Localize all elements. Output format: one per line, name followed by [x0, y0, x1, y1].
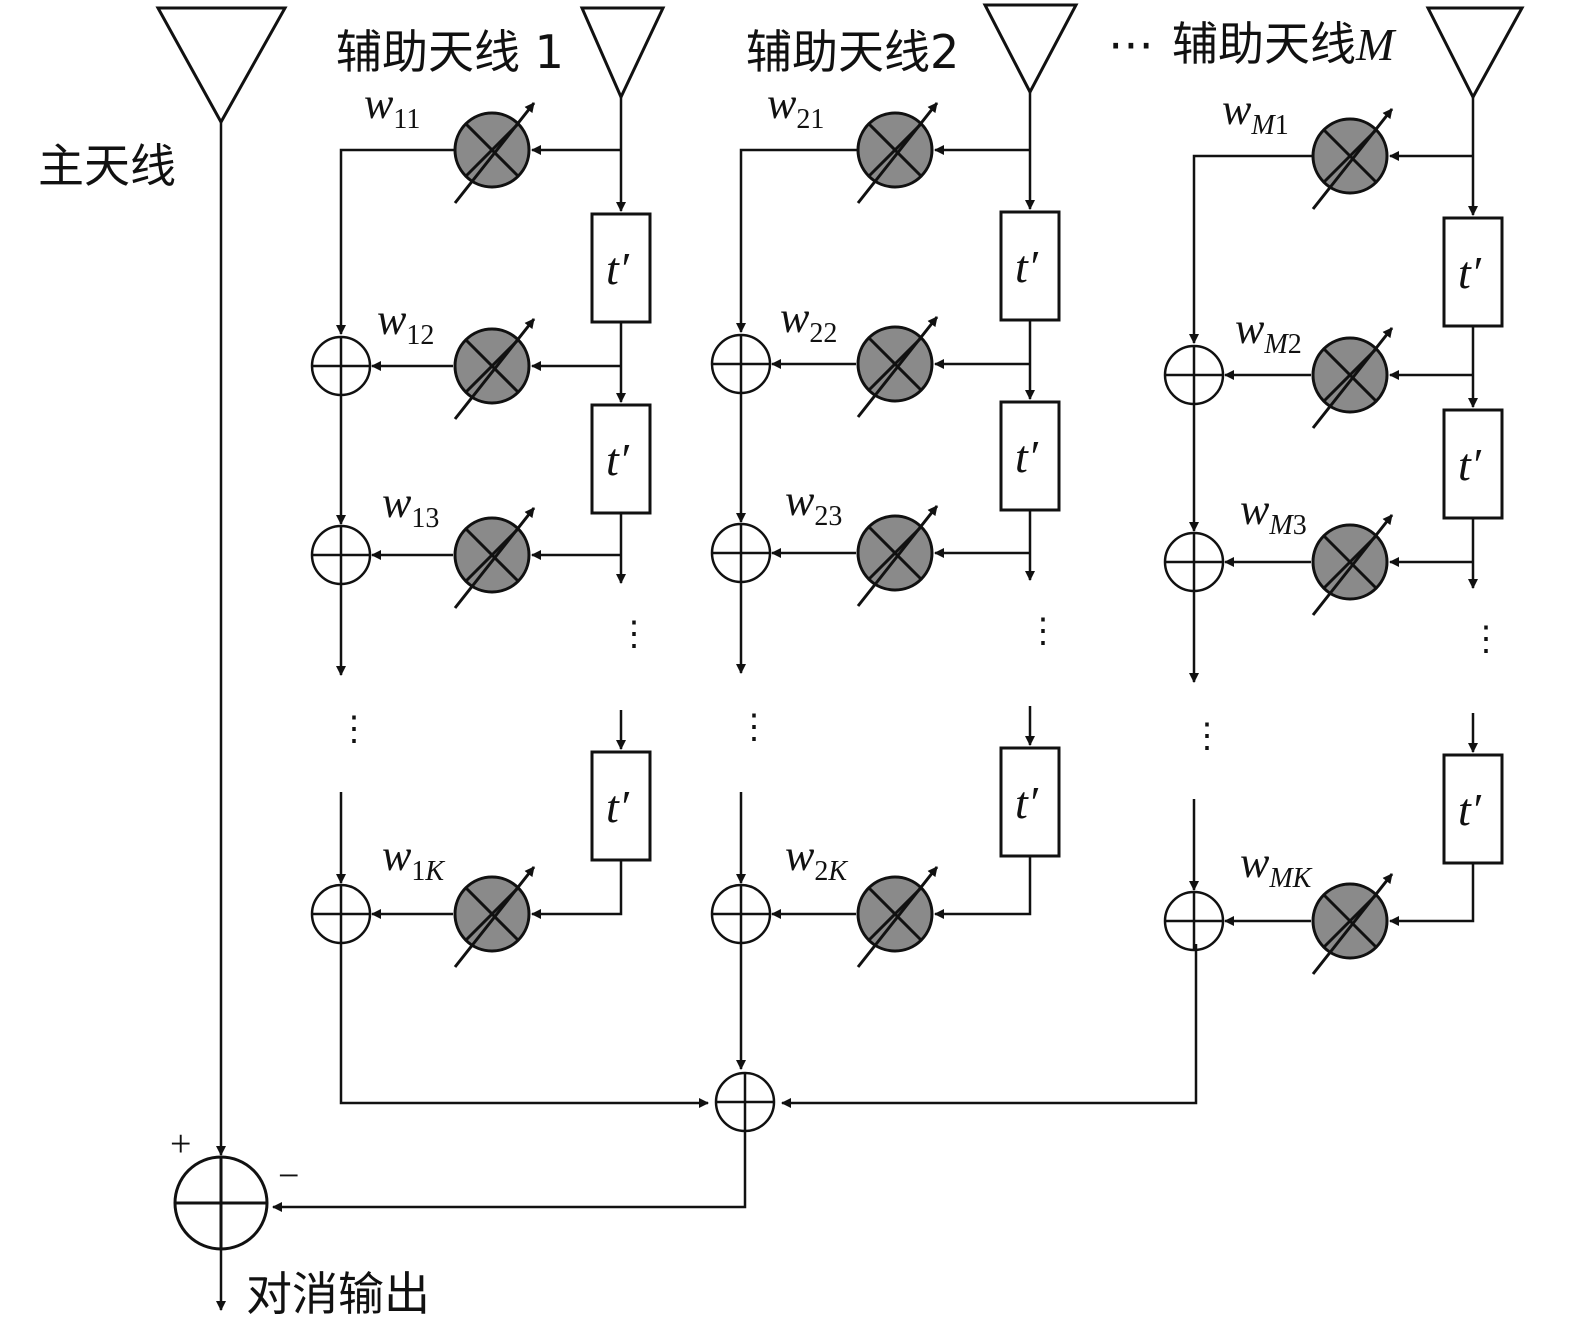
tap-to-weight [1389, 863, 1475, 926]
summer-node [310, 335, 372, 397]
weight-label: w12 [377, 295, 434, 351]
summer-node [310, 883, 372, 945]
summer-node [1163, 344, 1225, 406]
output-label: 对消输出 [246, 1267, 430, 1321]
tap-to-weight [531, 860, 623, 919]
aux-antenna-title: 辅助天线2 [746, 25, 959, 79]
delay-label: t′ [606, 243, 630, 294]
delay-block: t′ [1442, 408, 1504, 520]
vertical-ellipsis: ⋮ [337, 711, 371, 748]
delay-block: t′ [999, 746, 1061, 858]
delay-block: t′ [590, 750, 652, 862]
adjust-arrow-icon [453, 866, 536, 968]
weight-multiplier [856, 316, 939, 418]
weight-multiplier [856, 505, 939, 607]
summer-node [710, 522, 772, 584]
aux-antenna-title: 辅助天线 1 [336, 25, 564, 79]
weight-label: w11 [364, 79, 420, 135]
plus-sign: + [170, 1123, 191, 1165]
summer-node [310, 524, 372, 586]
weight-label: wMK [1240, 838, 1313, 894]
adjust-arrow-icon [856, 866, 939, 968]
delay-block: t′ [1442, 216, 1504, 328]
combiner-to-subtractor [272, 1131, 747, 1212]
feed-chM [781, 944, 1198, 1108]
delay-label: t′ [1015, 431, 1039, 482]
delay-label: t′ [1458, 439, 1482, 490]
vertical-ellipsis: ⋮ [1190, 718, 1224, 755]
central-summer [714, 1071, 776, 1133]
summer-node [1163, 890, 1225, 952]
delay-block: t′ [999, 400, 1061, 512]
aux-antenna-icon [579, 6, 666, 101]
adjust-arrow-icon [856, 102, 939, 204]
weight-out-line [1189, 154, 1312, 344]
delay-block: t′ [1442, 753, 1504, 865]
adjust-arrow-icon [1311, 873, 1394, 975]
adjust-arrow-icon [856, 505, 939, 607]
weight-multiplier [856, 102, 939, 204]
weight-label: w2K [785, 831, 848, 887]
weight-label: wM1 [1222, 85, 1289, 141]
adjust-arrow-icon [453, 102, 536, 204]
adjust-arrow-icon [1311, 514, 1394, 616]
summer-node [710, 883, 772, 945]
feed-ch1 [339, 944, 709, 1108]
vertical-ellipsis: ⋮ [737, 709, 771, 746]
channels-ellipsis: ⋯ [1108, 17, 1154, 71]
weight-label: w13 [382, 478, 439, 534]
summer-node [1163, 531, 1225, 593]
output-subtractor [173, 1155, 269, 1251]
aux-antenna-title: 辅助天线M [1172, 17, 1397, 71]
minus-sign: − [278, 1155, 299, 1197]
delay-label: t′ [1015, 241, 1039, 292]
adjust-arrow-icon [453, 318, 536, 420]
weight-multiplier [1311, 108, 1394, 210]
weight-multiplier [453, 318, 536, 420]
aux-antenna-icon [1425, 6, 1525, 101]
delay-label: t′ [1458, 247, 1482, 298]
main-antenna [155, 6, 288, 126]
weight-label: wM2 [1235, 304, 1302, 360]
weight-label: w1K [382, 831, 445, 887]
delay-block: t′ [999, 210, 1061, 322]
vertical-ellipsis: ⋮ [1026, 613, 1060, 650]
weight-label: w23 [785, 476, 842, 532]
weight-out-line [336, 148, 454, 335]
weight-label: wM3 [1240, 485, 1307, 541]
aux-antenna-icon [982, 3, 1079, 96]
delay-label: t′ [1015, 777, 1039, 828]
weight-multiplier [1311, 327, 1394, 429]
tap-to-weight [934, 856, 1032, 919]
weight-multiplier [1311, 873, 1394, 975]
adjust-arrow-icon [1311, 327, 1394, 429]
main-antenna-icon [155, 6, 288, 126]
weight-multiplier [856, 866, 939, 968]
adjust-arrow-icon [1311, 108, 1394, 210]
delay-label: t′ [1458, 784, 1482, 835]
vertical-ellipsis: ⋮ [617, 616, 651, 653]
weight-label: w21 [767, 79, 824, 135]
main-antenna-label: 主天线 [38, 139, 176, 193]
weight-multiplier [453, 102, 536, 204]
weight-label: w22 [780, 293, 837, 349]
vertical-ellipsis: ⋮ [1469, 621, 1503, 658]
delay-block: t′ [590, 212, 652, 324]
weight-multiplier [453, 866, 536, 968]
adjust-arrow-icon [856, 316, 939, 418]
delay-label: t′ [606, 434, 630, 485]
summer-node [710, 333, 772, 395]
weight-multiplier [453, 507, 536, 609]
adjust-arrow-icon [453, 507, 536, 609]
delay-block: t′ [590, 403, 652, 515]
delay-label: t′ [606, 781, 630, 832]
weight-out-line [736, 148, 857, 333]
weight-multiplier [1311, 514, 1394, 616]
